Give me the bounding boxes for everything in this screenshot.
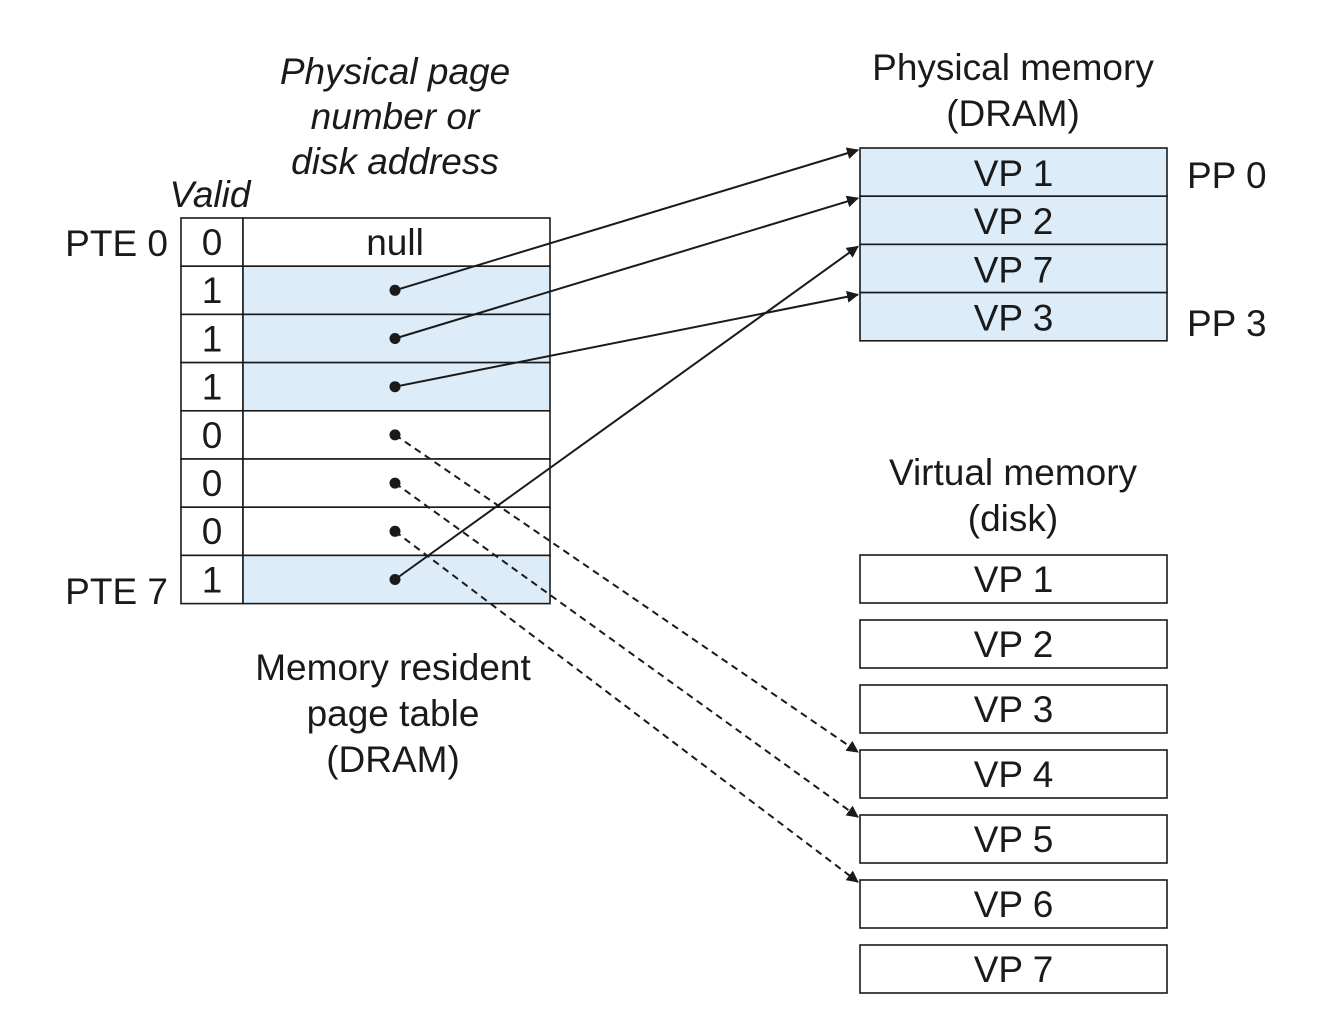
disk-page-label: VP 7 — [974, 949, 1054, 990]
virtual-memory-title-line-1: Virtual memory — [889, 452, 1138, 493]
page-table-entry: 0 — [180, 409, 551, 460]
page-table-entry: 1 — [180, 313, 551, 364]
physical-page — [859, 147, 1168, 198]
disk-page-label: VP 1 — [974, 559, 1054, 600]
address-heading-line-1: Physical page — [280, 51, 510, 92]
disk-page — [859, 944, 1168, 994]
valid-bit: 1 — [202, 318, 223, 359]
disk-page — [859, 554, 1168, 604]
caption-line-1: Memory resident — [255, 647, 531, 688]
disk-page-label: VP 2 — [974, 624, 1054, 665]
physical-memory-title-line-2: (DRAM) — [946, 93, 1080, 134]
valid-bit: 1 — [202, 559, 223, 600]
null-label: null — [366, 222, 424, 263]
disk-pointer-arrow — [394, 530, 859, 883]
disk-page — [859, 814, 1168, 864]
physical-memory-title-line-1: Physical memory — [872, 47, 1154, 88]
valid-bit: 0 — [202, 222, 223, 263]
physical-page-label: VP 2 — [974, 201, 1054, 242]
disk-page — [859, 684, 1168, 734]
pp-last-label: PP 3 — [1187, 303, 1267, 344]
physical-page — [859, 291, 1168, 342]
disk-page — [859, 879, 1168, 929]
mapping-arrows — [394, 147, 859, 883]
physical-page — [859, 243, 1168, 294]
physical-page-label: VP 3 — [974, 298, 1054, 339]
valid-bit: 0 — [202, 511, 223, 552]
valid-cell — [180, 217, 244, 268]
valid-bit: 1 — [202, 270, 223, 311]
disk-pointer-arrow — [394, 434, 859, 753]
page-table-entry: 0 — [180, 458, 551, 509]
page-table-entry: 1 — [180, 265, 551, 316]
disk-page-label: VP 3 — [974, 689, 1054, 730]
memory-pointer-arrow — [394, 290, 859, 388]
page-table-entry: 0 null — [180, 217, 551, 268]
virtual-memory: VP 1 VP 2 VP 3 VP 4 VP 5 VP 6 VP 7 — [859, 554, 1168, 994]
disk-page-label: VP 6 — [974, 884, 1054, 925]
address-heading-line-3: disk address — [291, 141, 499, 182]
valid-cell — [180, 409, 244, 460]
disk-page-label: VP 4 — [974, 754, 1054, 795]
pte-first-label: PTE 0 — [65, 223, 168, 264]
page-table: 0 null 1 1 1 0 0 0 1 — [180, 217, 551, 605]
page-table-entry: 0 — [180, 506, 551, 557]
pte-last-label: PTE 7 — [65, 571, 168, 612]
valid-cell — [180, 506, 244, 557]
physical-page-label: VP 1 — [974, 153, 1054, 194]
virtual-memory-title-line-2: (disk) — [968, 498, 1058, 539]
memory-pointer-arrow — [394, 195, 859, 340]
pp-first-label: PP 0 — [1187, 155, 1267, 196]
memory-pointer-arrow — [394, 147, 859, 292]
disk-page — [859, 749, 1168, 799]
valid-heading: Valid — [170, 174, 252, 215]
physical-memory: VP 1 VP 2 VP 7 VP 3 — [859, 147, 1168, 342]
caption-line-3: (DRAM) — [326, 739, 460, 780]
page-table-entry: 1 — [180, 361, 551, 412]
disk-page-label: VP 5 — [974, 819, 1054, 860]
physical-page — [859, 195, 1168, 246]
disk-page — [859, 619, 1168, 669]
memory-pointer-arrow — [394, 245, 859, 581]
page-table-entry: 1 — [180, 554, 551, 605]
valid-bit: 1 — [202, 367, 223, 408]
physical-page-label: VP 7 — [974, 249, 1054, 290]
valid-cell — [180, 554, 244, 605]
caption-line-2: page table — [307, 693, 480, 734]
valid-bit: 0 — [202, 463, 223, 504]
valid-bit: 0 — [202, 415, 223, 456]
address-heading-line-2: number or — [311, 96, 481, 137]
